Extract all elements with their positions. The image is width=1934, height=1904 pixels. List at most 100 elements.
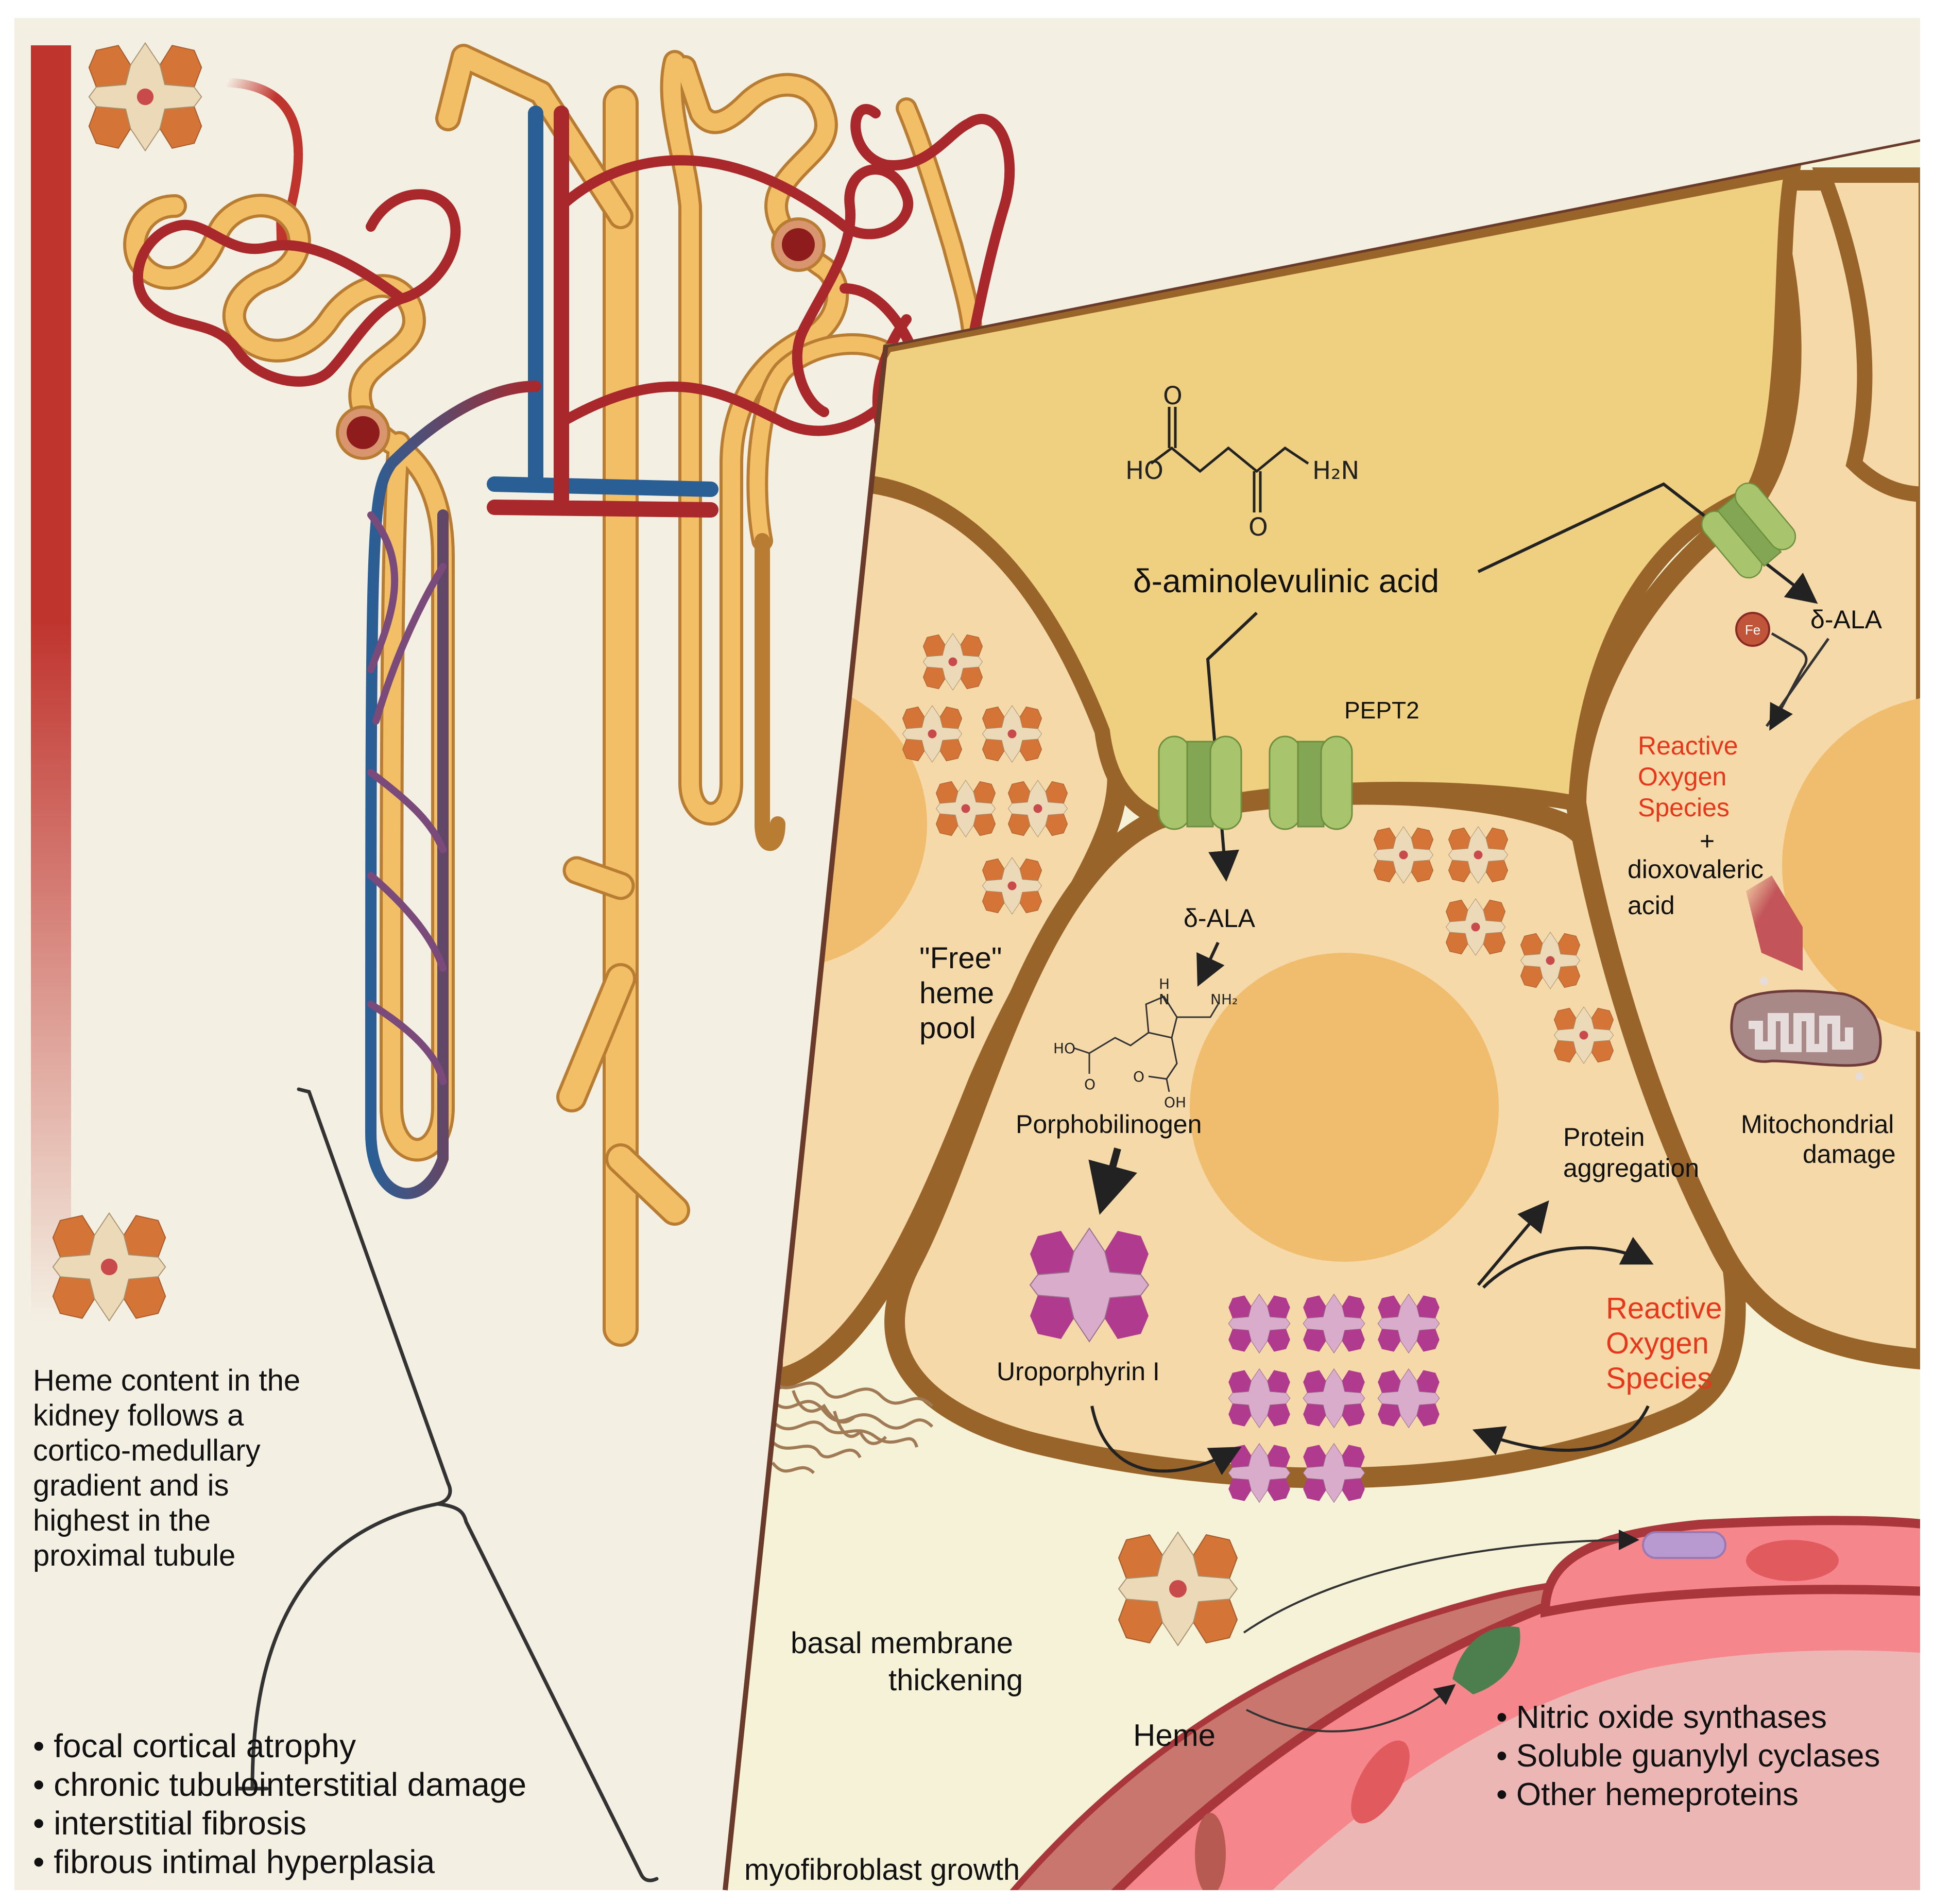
basal-membrane-label: thickening [888, 1663, 1023, 1697]
basal-membrane-label: basal membrane [791, 1626, 1013, 1660]
nucleus-center [1190, 953, 1499, 1262]
endothelial-nucleus [1746, 1540, 1839, 1581]
far-right-cell [1812, 167, 1920, 503]
uroporphyrin-small-icon [1228, 1368, 1291, 1428]
uroporphyrin-label: Uroporphyrin I [997, 1357, 1160, 1386]
right-ros-label: Oxygen [1638, 762, 1726, 791]
consequence-item: • chronic tubulointerstitial damage [33, 1766, 526, 1803]
center-ala-label: δ-ALA [1184, 904, 1256, 933]
pept2-transporter-icon-2 [1269, 735, 1353, 830]
mito-damage-label: Mitochondrial [1741, 1110, 1894, 1139]
description-line: kidney follows a [33, 1399, 244, 1432]
collagen-fibers-icon [771, 1379, 934, 1474]
myofibroblast-label: myofibroblast growth [744, 1853, 1020, 1886]
ala-oh: HO [1125, 456, 1163, 485]
heme-gradient-bar [31, 45, 71, 1323]
pept2-label: PEPT2 [1344, 697, 1419, 724]
heme-icon [1446, 898, 1505, 956]
pbg-h: H [1159, 975, 1170, 992]
heme-icon [1554, 1006, 1614, 1064]
description-line: highest in the [33, 1504, 211, 1537]
hemeprotein-item: • Nitric oxide synthases [1496, 1700, 1827, 1735]
pbg-n: N [1159, 991, 1170, 1008]
tubule-lumen [788, 160, 1803, 828]
consequence-list: • focal cortical atrophy • chronic tubul… [33, 1727, 526, 1880]
right-ros-label: Species [1638, 793, 1730, 822]
pbg-o2: O [1133, 1068, 1144, 1085]
uro-to-aggregate-arrow [1090, 1405, 1242, 1476]
aggregate-to-protein-arrow [1477, 1200, 1549, 1286]
nucleus-right [1782, 695, 1920, 1035]
heme-icon [88, 42, 202, 151]
heme-icon [923, 633, 983, 691]
endothelial-cell-top [1540, 1516, 1920, 1618]
center-ros-label: Species [1606, 1362, 1712, 1395]
center-ros-label: Oxygen [1606, 1327, 1709, 1360]
plus-sign: + [1700, 827, 1715, 855]
uroporphyrin-small-icon [1228, 1294, 1291, 1353]
ala-amine: H₂N [1312, 456, 1359, 485]
hemeprotein-item: • Other hemeproteins [1496, 1777, 1799, 1812]
hemeprotein-item: • Soluble guanylyl cyclases [1496, 1738, 1880, 1774]
pbg-o1: O [1084, 1076, 1096, 1093]
description-line: cortico-medullary [33, 1434, 261, 1467]
zoom-panel: HO O O H₂N δ-aminolevulinic acid PEPT2 "… [723, 139, 1920, 1891]
ala-o-bottom: O [1248, 513, 1268, 542]
consequence-item: • focal cortical atrophy [33, 1727, 356, 1764]
enzyme-icon [1452, 1626, 1520, 1694]
damage-arrow-icon [1746, 876, 1803, 971]
mito-damage-label: damage [1803, 1140, 1896, 1169]
red-curved-arrow-icon [226, 78, 303, 218]
description-line: Heme content in the [33, 1364, 300, 1397]
pbg-nh2: NH₂ [1210, 991, 1238, 1008]
uroporphyrin-small-icon [1303, 1294, 1365, 1353]
right-ros-label: Reactive [1638, 731, 1738, 760]
heme-label: Heme [1133, 1718, 1216, 1753]
pbg-structure [1073, 996, 1219, 1092]
iron-label: Fe [1745, 622, 1760, 638]
heme-icon-interstitium [1118, 1532, 1238, 1646]
center-ros-label: Reactive [1606, 1292, 1722, 1325]
byproduct-label: acid [1628, 891, 1675, 920]
protein-aggregation-label: Protein [1563, 1123, 1645, 1152]
description-line: gradient and is [33, 1469, 229, 1502]
uroporphyrin-small-icon [1303, 1368, 1365, 1428]
heme-icon [1008, 780, 1068, 837]
ala-to-pbg-arrow [1196, 941, 1225, 987]
heme-icon [902, 705, 962, 763]
consequence-item: • interstitial fibrosis [33, 1805, 306, 1842]
heme-icon [936, 780, 996, 837]
porphobilinogen-label: Porphobilinogen [1016, 1110, 1202, 1139]
free-heme-label: "Free" [919, 941, 1002, 975]
ros-feedback-arrow [1472, 1405, 1650, 1455]
uroporphyrin-small-icon [1228, 1443, 1291, 1503]
heme-icon [1448, 826, 1508, 884]
pbg-oh: OH [1164, 1094, 1186, 1111]
pbg-ho: HO [1053, 1040, 1075, 1057]
heme-icon [1520, 932, 1580, 989]
pbg-to-uro-arrow [1088, 1147, 1137, 1215]
heme-icon [1374, 826, 1433, 884]
ala-structure [1150, 407, 1309, 512]
to-right-ros-arrow [1769, 667, 1804, 731]
description-line: proximal tubule [33, 1539, 235, 1572]
smooth-muscle-nucleus [1195, 1813, 1226, 1890]
collecting-duct [435, 44, 690, 1347]
heme-icon [982, 857, 1042, 915]
consequence-item: • fibrous intimal hyperplasia [33, 1843, 435, 1880]
ala-o-top: O [1163, 382, 1183, 410]
uroporphyrin-icon [1030, 1228, 1149, 1342]
iron-icon [1735, 612, 1770, 647]
right-ala-label: δ-ALA [1810, 605, 1882, 634]
protein-aggregation-label: aggregation [1563, 1154, 1699, 1182]
rbc-protein-icon [1642, 1531, 1726, 1559]
free-heme-label: pool [919, 1011, 976, 1045]
pept2-transporter-icon [1158, 735, 1242, 830]
inhibition-bracket [236, 1087, 659, 1882]
ala-molecule-label: δ-aminolevulinic acid [1133, 562, 1439, 599]
aggregate-to-ros-arrow [1482, 1237, 1654, 1289]
heme-icon-lower [52, 1212, 166, 1322]
mitochondrion-icon [1730, 977, 1882, 1080]
uroporphyrin-small-icon [1377, 1294, 1440, 1353]
byproduct-label: dioxovaleric [1628, 855, 1764, 884]
